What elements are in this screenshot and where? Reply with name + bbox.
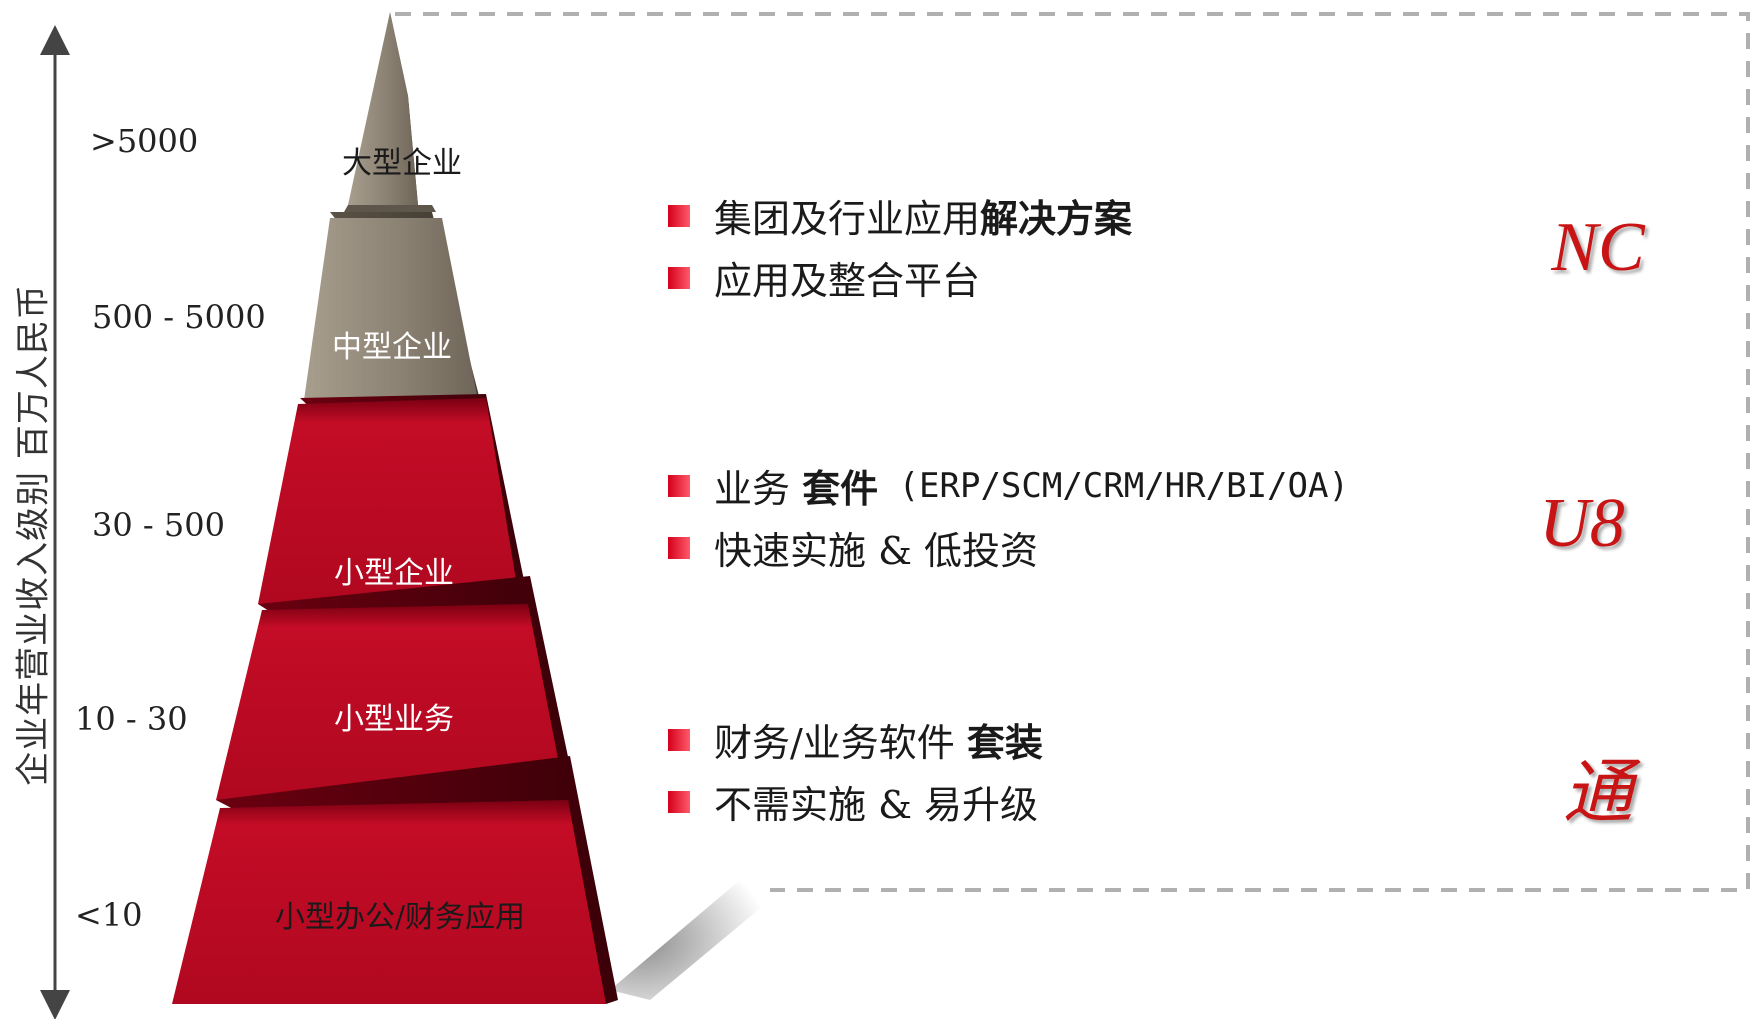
range-label-small: 30 - 500 — [92, 506, 225, 544]
bullet-text-bold: 解决方案 — [980, 196, 1133, 241]
pyramid-shadow — [610, 880, 760, 1000]
range-label-medium: 500 - 5000 — [92, 298, 266, 336]
u8-bullet-1: 业务 套件 (ERP/SCM/CRM/HR/BI/OA) — [668, 458, 1349, 513]
bullet-square-icon — [668, 790, 690, 813]
bullet-text: 不需实施 & 易升级 — [714, 783, 1038, 827]
bullet-text: 应用及整合平台 — [714, 259, 981, 303]
axis-arrow — [40, 24, 70, 1019]
bullet-square-icon — [668, 536, 690, 559]
nc-bullet-1: 集团及行业应用解决方案 — [668, 188, 1132, 243]
u8-bullet-2: 快速实施 & 低投资 — [668, 520, 1038, 575]
tier-label-medium: 中型企业 — [332, 330, 452, 365]
bullet-text-bold: 套装 — [966, 720, 1043, 765]
brand-u8: U8 — [1539, 485, 1625, 562]
pyramid-tier-4 — [216, 604, 566, 800]
tier-label-large: 大型企业 — [342, 146, 462, 181]
bullet-square-icon — [668, 204, 690, 227]
tier-label-smallbiz: 小型业务 — [334, 702, 454, 737]
pyramid-tier-1 — [348, 12, 418, 205]
bullet-text: 快速实施 & 低投资 — [714, 529, 1038, 573]
tong-bullet-2: 不需实施 & 易升级 — [668, 774, 1038, 829]
bullet-text: 集团及行业应用 — [714, 197, 981, 241]
bullet-text-bold: 套件 — [802, 466, 879, 511]
range-label-large: >5000 — [90, 122, 199, 160]
bullet-text-modules: (ERP/SCM/CRM/HR/BI/OA) — [878, 465, 1349, 506]
bullet-text: 业务 — [714, 467, 803, 511]
tong-bullet-1: 财务/业务软件 套装 — [668, 712, 1043, 767]
bullet-text: 财务/业务软件 — [714, 721, 967, 765]
bullet-square-icon — [668, 728, 690, 751]
pyramid-graphic — [172, 12, 760, 1004]
tier-label-small: 小型企业 — [334, 556, 454, 591]
range-label-office: <10 — [75, 896, 143, 934]
brand-tong: 通 — [1563, 755, 1633, 832]
range-label-smallbiz: 10 - 30 — [75, 700, 188, 738]
nc-bullet-2: 应用及整合平台 — [668, 250, 980, 305]
tier-label-office: 小型办公/财务应用 — [274, 900, 526, 935]
pyramid-tier-5 — [172, 800, 606, 1004]
pyramid-tier-2 — [304, 218, 478, 400]
pyramid-tier-3 — [258, 398, 520, 604]
pyramid-tier-1-rim — [344, 205, 436, 212]
bullet-square-icon — [668, 266, 690, 289]
bullet-square-icon — [668, 474, 690, 497]
brand-nc: NC — [1551, 209, 1645, 286]
